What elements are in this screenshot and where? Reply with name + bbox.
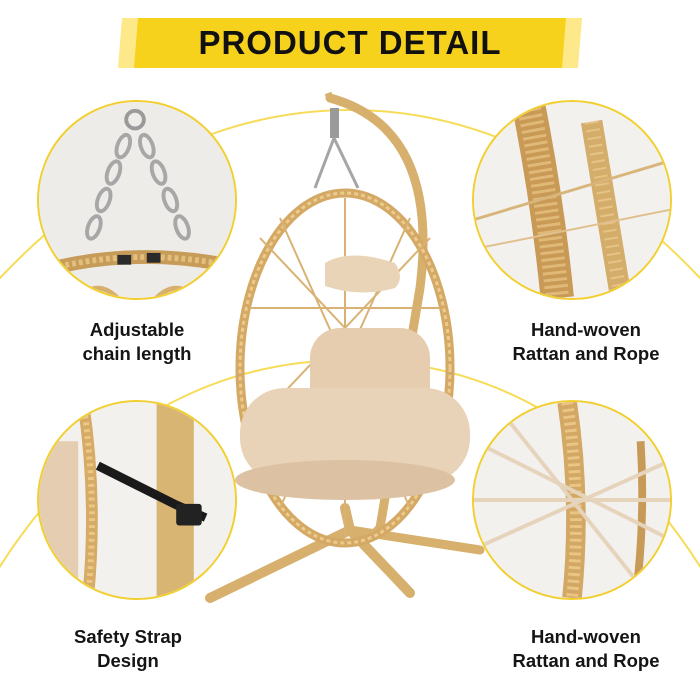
title-banner: PRODUCT DETAIL [118, 18, 582, 68]
caption-safety-strap: Safety Strap Design [28, 625, 228, 673]
egg-chair-illustration [205, 91, 485, 603]
safety-strap-icon [39, 402, 235, 598]
caption-line: Rattan and Rope [512, 650, 660, 671]
banner-title: PRODUCT DETAIL [198, 24, 502, 61]
rattan-wrap-icon [474, 102, 670, 298]
detail-chain [37, 100, 237, 300]
caption-line: Rattan and Rope [512, 343, 660, 364]
caption-line: Adjustable [89, 319, 185, 340]
caption-line: chain length [82, 343, 192, 364]
caption-rattan-rope-bottom: Hand-woven Rattan and Rope [486, 625, 686, 673]
detail-safety-strap [37, 400, 237, 600]
rope-weave-icon [474, 402, 670, 598]
caption-line: Design [97, 650, 159, 671]
detail-rope-weave [472, 400, 672, 600]
caption-rattan-rope-top: Hand-woven Rattan and Rope [486, 318, 686, 366]
caption-line: Safety Strap [74, 626, 182, 647]
detail-rattan-wrap [472, 100, 672, 300]
chain-hook-icon [39, 102, 235, 298]
caption-chain: Adjustable chain length [37, 318, 237, 366]
caption-line: Hand-woven [531, 626, 641, 647]
caption-line: Hand-woven [531, 319, 641, 340]
